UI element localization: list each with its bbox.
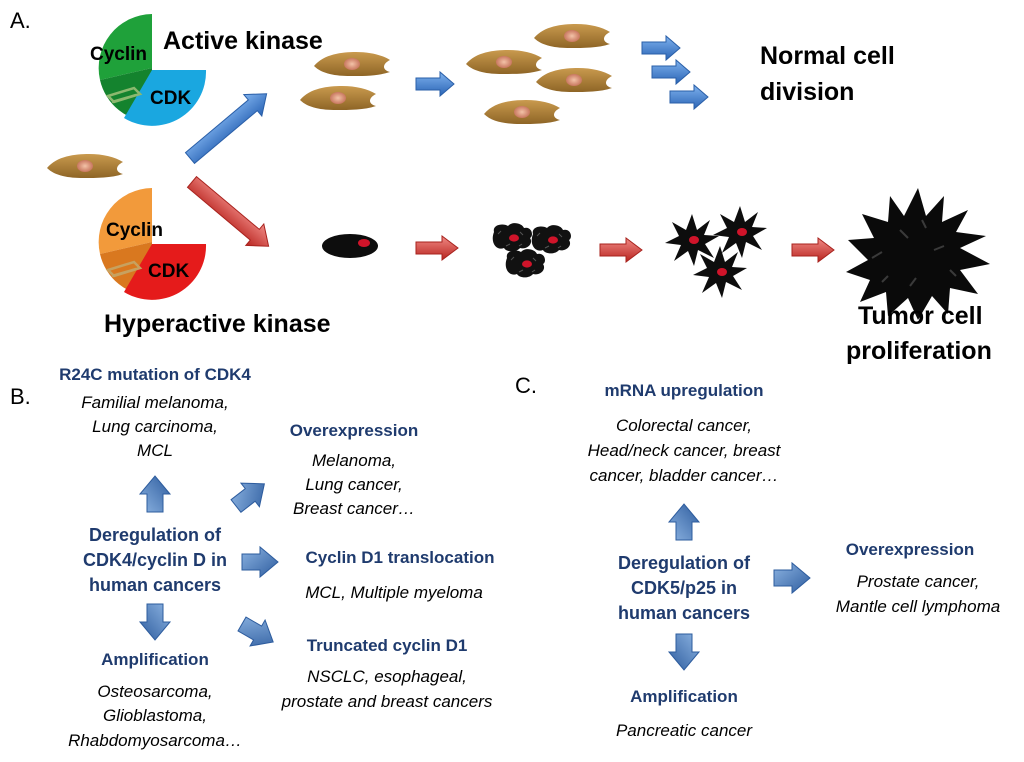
cdk5-overexpression-heading: Overexpression	[846, 540, 975, 559]
hyper-cyclin-label: Cyclin	[106, 220, 163, 241]
normal-cell-icon	[536, 68, 612, 92]
cdk5-amplification-heading: Amplification	[630, 687, 738, 706]
tumor-step-arrow-icon	[415, 235, 459, 261]
starting-cell-icon	[47, 154, 123, 178]
amplification-heading: Amplification	[101, 650, 209, 669]
normal-step-arrow-icon	[651, 59, 691, 85]
cdk4-center-line-2: CDK4/cyclin D in	[83, 550, 227, 570]
hyperactive-kinase-icon	[98, 188, 207, 300]
arrow-right-icon	[773, 562, 811, 594]
active-cdk-label: CDK	[150, 88, 191, 109]
normal-cell-icon	[484, 100, 560, 124]
truncated-item: NSCLC, esophageal,	[307, 667, 467, 686]
translocation-heading: Cyclin D1 translocation	[306, 548, 495, 567]
normal-outcome-line-2: division	[760, 78, 854, 106]
normal-step-arrow-icon	[641, 35, 681, 61]
hyper-cdk-label: CDK	[148, 261, 189, 282]
cdk4-center-line-3: human cancers	[89, 575, 221, 595]
amplification-item: Glioblastoma,	[103, 706, 207, 725]
active-kinase-title: Active kinase	[163, 27, 323, 55]
normal-cell-icon	[300, 86, 376, 110]
r24c-item: Familial melanoma,	[81, 393, 228, 412]
normal-cell-icon	[534, 24, 610, 48]
r24c-item: Lung carcinoma,	[92, 417, 218, 436]
normal-cell-icon	[314, 52, 390, 76]
overexpression-item: Breast cancer…	[293, 499, 415, 518]
tumor-cell-icon	[531, 224, 572, 254]
tumor-cell-icon	[492, 222, 533, 252]
cdk5-center-line-1: Deregulation of	[618, 553, 751, 573]
amplification-item: Rhabdomyosarcoma…	[68, 731, 242, 750]
truncated-heading: Truncated cyclin D1	[307, 636, 468, 655]
arrow-to-tumor-icon	[186, 175, 270, 247]
mrna-item: Head/neck cancer, breast	[588, 441, 782, 460]
normal-step-arrow-icon	[415, 71, 455, 97]
hyperactive-kinase-title: Hyperactive kinase	[104, 310, 331, 338]
truncated-item: prostate and breast cancers	[281, 692, 493, 711]
tumor-step-arrow-icon	[599, 237, 643, 263]
overexpression-item: Melanoma,	[312, 451, 396, 470]
tumor-cell-icon	[693, 246, 747, 298]
mrna-item: Colorectal cancer,	[616, 416, 752, 435]
normal-step-arrow-icon	[669, 84, 709, 110]
arrow-right-icon	[241, 546, 279, 578]
panel-c-letter: C.	[515, 373, 537, 398]
arrow-to-normal-icon	[184, 93, 268, 165]
tumor-outcome-line-2: proliferation	[846, 337, 992, 365]
tumor-cell-icon	[322, 234, 378, 258]
cdk5-overexpression-item: Prostate cancer,	[857, 572, 980, 591]
mrna-heading: mRNA upregulation	[605, 381, 764, 400]
cdk5-overexpression-item: Mantle cell lymphoma	[836, 597, 1000, 616]
tumor-cell-icon	[505, 248, 546, 278]
tumor-outcome-line-1: Tumor cell	[858, 302, 983, 330]
arrow-down-icon	[668, 633, 700, 671]
normal-cell-icon	[466, 50, 542, 74]
r24c-item: MCL	[137, 441, 173, 460]
overexpression-item: Lung cancer,	[305, 475, 402, 494]
cdk4-center-line-1: Deregulation of	[89, 525, 222, 545]
amplification-item: Osteosarcoma,	[97, 682, 212, 701]
overexpression-heading: Overexpression	[290, 421, 419, 440]
tumor-cell-icon	[665, 214, 719, 266]
active-cyclin-label: Cyclin	[90, 44, 147, 65]
arrow-down-icon	[139, 603, 171, 641]
arrow-downright-icon	[234, 610, 282, 656]
r24c-heading: R24C mutation of CDK4	[59, 365, 251, 384]
arrow-upright-icon	[226, 471, 275, 519]
cdk5-center-line-2: CDK5/p25 in	[631, 578, 737, 598]
panel-b-letter: B.	[10, 384, 31, 409]
translocation-item: MCL, Multiple myeloma	[305, 583, 483, 602]
active-kinase-icon	[98, 14, 207, 126]
normal-outcome-line-1: Normal cell	[760, 42, 895, 70]
cdk5-center-line-3: human cancers	[618, 603, 750, 623]
cdk5-amplification-item: Pancreatic cancer	[616, 721, 753, 740]
arrow-up-icon	[668, 503, 700, 541]
arrow-up-icon	[139, 475, 171, 513]
tumor-step-arrow-icon	[791, 237, 835, 263]
mrna-item: cancer, bladder cancer…	[590, 466, 779, 485]
panel-a-letter: A.	[10, 8, 31, 33]
tumor-mass-icon	[846, 188, 990, 320]
